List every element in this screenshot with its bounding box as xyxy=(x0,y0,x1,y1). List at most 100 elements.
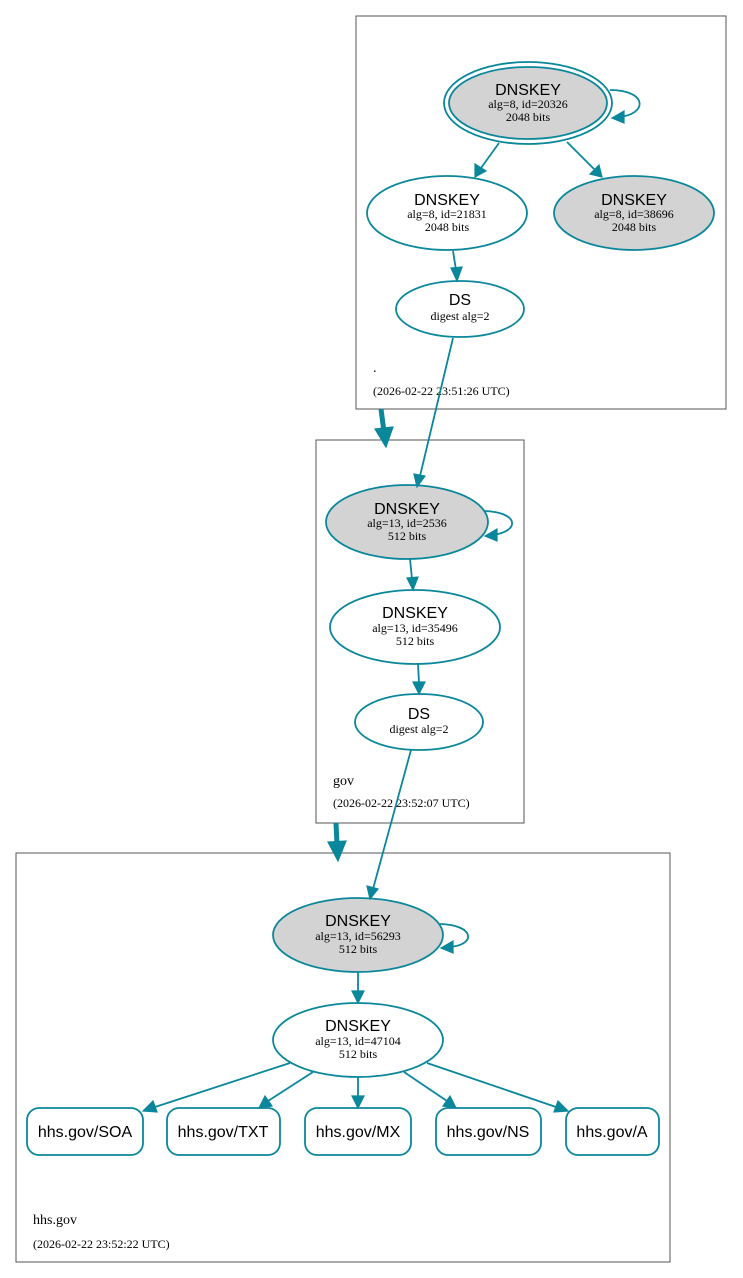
zone-hhs: hhs.gov (2026-02-22 23:52:22 UTC) DNSKEY… xyxy=(15,852,671,1263)
root-ksk-alg: alg=8, id=20326 xyxy=(488,97,568,111)
gov-ksk-title: DNSKEY xyxy=(374,501,440,518)
arrow-gov-ksk-self xyxy=(483,527,498,542)
root-zsk-bits: 2048 bits xyxy=(425,220,470,234)
arrow-root-ds-gov-ksk xyxy=(413,473,427,489)
root-zsk-alg: alg=8, id=21831 xyxy=(407,207,487,221)
arrow-root-ksk-self xyxy=(610,109,625,124)
root-ksk-outer-ring xyxy=(443,61,613,145)
arrow-hhs-ksk-self xyxy=(439,939,454,954)
arrow-hhs-zsk-ns xyxy=(441,1094,458,1109)
gov-ksk-ellipse xyxy=(325,484,489,560)
root-ksk-inner xyxy=(448,66,608,140)
arrow-hhs-zsk-a xyxy=(553,1099,570,1113)
root-ds-title: DS xyxy=(449,292,471,309)
gov-ksk-alg: alg=13, id=2536 xyxy=(367,516,447,530)
root-key3-title: DNSKEY xyxy=(601,192,667,209)
hhs-zsk-title: DNSKEY xyxy=(325,1018,391,1035)
hhs-ksk-alg: alg=13, id=56293 xyxy=(315,929,401,943)
gov-ds-title: DS xyxy=(408,706,430,723)
rrset-txt-label: hhs.gov/TXT xyxy=(178,1124,269,1141)
arrow-delegation-root-gov xyxy=(373,426,394,449)
arrow-gov-zsk-ds xyxy=(412,681,426,696)
arrow-root-ksk-key3 xyxy=(588,163,603,178)
gov-zsk-alg: alg=13, id=35496 xyxy=(372,621,458,635)
edge-hhs-ksk-self xyxy=(439,923,469,948)
edge-root-ksk-key3 xyxy=(566,141,596,171)
gov-ds-digest: digest alg=2 xyxy=(389,722,448,736)
hhs-zsk-node[interactable]: DNSKEY alg=13, id=47104 512 bits xyxy=(272,1002,444,1078)
rrset-soa-node[interactable]: hhs.gov/SOA xyxy=(26,1107,144,1156)
arrow-gov-ksk-zsk xyxy=(406,576,419,592)
zone-root-timestamp: (2026-02-22 23:51:26 UTC) xyxy=(373,384,510,398)
rrset-a-box xyxy=(565,1107,660,1156)
hhs-zsk-bits: 512 bits xyxy=(339,1047,378,1061)
rrset-ns-label: hhs.gov/NS xyxy=(447,1124,530,1141)
gov-ksk-node[interactable]: DNSKEY alg=13, id=2536 512 bits xyxy=(325,484,489,560)
root-zsk-title: DNSKEY xyxy=(414,192,480,209)
edge-hhs-zsk-txt xyxy=(267,1071,314,1102)
edge-gov-ds-hhs-ksk xyxy=(372,749,412,890)
zone-root-border xyxy=(355,15,727,410)
gov-zsk-title: DNSKEY xyxy=(382,605,448,622)
gov-ds-node[interactable]: DS digest alg=2 xyxy=(354,693,484,751)
root-zsk-node[interactable]: DNSKEY alg=8, id=21831 2048 bits xyxy=(366,175,528,251)
edge-gov-ksk-zsk xyxy=(409,558,413,580)
zone-gov-name: gov xyxy=(333,774,354,789)
rrset-txt-box xyxy=(166,1107,281,1156)
gov-zsk-bits: 512 bits xyxy=(396,634,435,648)
root-ksk-node[interactable]: DNSKEY alg=8, id=20326 2048 bits xyxy=(443,61,613,145)
arrow-gov-ds-hhs-ksk xyxy=(366,885,380,901)
root-ksk-title: DNSKEY xyxy=(495,82,561,99)
arrow-hhs-zsk-soa xyxy=(141,1099,158,1113)
rrset-soa-label: hhs.gov/SOA xyxy=(38,1124,133,1141)
edge-root-ds-gov-ksk xyxy=(419,337,454,477)
hhs-zsk-alg: alg=13, id=47104 xyxy=(315,1034,401,1048)
edge-hhs-zsk-a xyxy=(426,1062,557,1108)
root-key3-bits: 2048 bits xyxy=(612,220,657,234)
zone-gov-border xyxy=(315,439,525,824)
root-key3-node[interactable]: DNSKEY alg=8, id=38696 2048 bits xyxy=(553,175,715,251)
root-zsk-ellipse xyxy=(366,175,528,251)
root-key3-alg: alg=8, id=38696 xyxy=(594,207,674,221)
edges xyxy=(141,89,641,1113)
zone-root-name: . xyxy=(373,361,377,376)
rrset-txt-node[interactable]: hhs.gov/TXT xyxy=(166,1107,281,1156)
rrset-ns-box xyxy=(435,1107,542,1156)
root-key3-ellipse xyxy=(553,175,715,251)
root-ksk-bits: 2048 bits xyxy=(506,110,551,124)
hhs-ksk-node[interactable]: DNSKEY alg=13, id=56293 512 bits xyxy=(272,897,444,973)
gov-zsk-node[interactable]: DNSKEY alg=13, id=35496 512 bits xyxy=(329,589,501,665)
rrset-a-label: hhs.gov/A xyxy=(576,1124,647,1141)
edge-root-ksk-zsk xyxy=(480,142,500,169)
zone-hhs-name: hhs.gov xyxy=(33,1213,77,1228)
arrow-root-ksk-zsk xyxy=(474,162,488,179)
rrset-mx-label: hhs.gov/MX xyxy=(316,1124,401,1141)
zone-hhs-timestamp: (2026-02-22 23:52:22 UTC) xyxy=(33,1237,170,1251)
arrow-hhs-zsk-mx xyxy=(351,1095,365,1110)
zone-gov-timestamp: (2026-02-22 23:52:07 UTC) xyxy=(333,796,470,810)
hhs-ksk-bits: 512 bits xyxy=(339,942,378,956)
arrow-hhs-zsk-txt xyxy=(257,1094,274,1109)
edge-root-zsk-ds xyxy=(452,250,457,271)
arrow-root-zsk-ds xyxy=(450,266,463,283)
arrow-delegation-gov-hhs xyxy=(327,840,347,863)
edge-gov-ksk-self xyxy=(483,510,513,536)
gov-zsk-ellipse xyxy=(329,589,501,665)
rrset-mx-node[interactable]: hhs.gov/MX xyxy=(304,1107,412,1156)
arrow-hhs-ksk-zsk xyxy=(351,990,365,1005)
edge-hhs-zsk-ns xyxy=(403,1071,448,1102)
edge-hhs-zsk-soa xyxy=(154,1062,291,1108)
hhs-ksk-title: DNSKEY xyxy=(325,913,391,930)
rrset-ns-node[interactable]: hhs.gov/NS xyxy=(435,1107,542,1156)
rrset-soa-box xyxy=(26,1107,144,1156)
root-ds-node[interactable]: DS digest alg=2 xyxy=(395,280,525,338)
root-ds-ellipse xyxy=(395,280,525,338)
gov-ksk-bits: 512 bits xyxy=(388,529,427,543)
edge-gov-zsk-ds xyxy=(417,663,420,684)
rrset-a-node[interactable]: hhs.gov/A xyxy=(565,1107,660,1156)
zone-root: . (2026-02-22 23:51:26 UTC) DNSKEY alg=8… xyxy=(355,15,727,410)
zone-gov: gov (2026-02-22 23:52:07 UTC) DNSKEY alg… xyxy=(315,439,525,824)
edge-root-ksk-self xyxy=(609,89,641,118)
root-ds-digest: digest alg=2 xyxy=(430,309,489,323)
